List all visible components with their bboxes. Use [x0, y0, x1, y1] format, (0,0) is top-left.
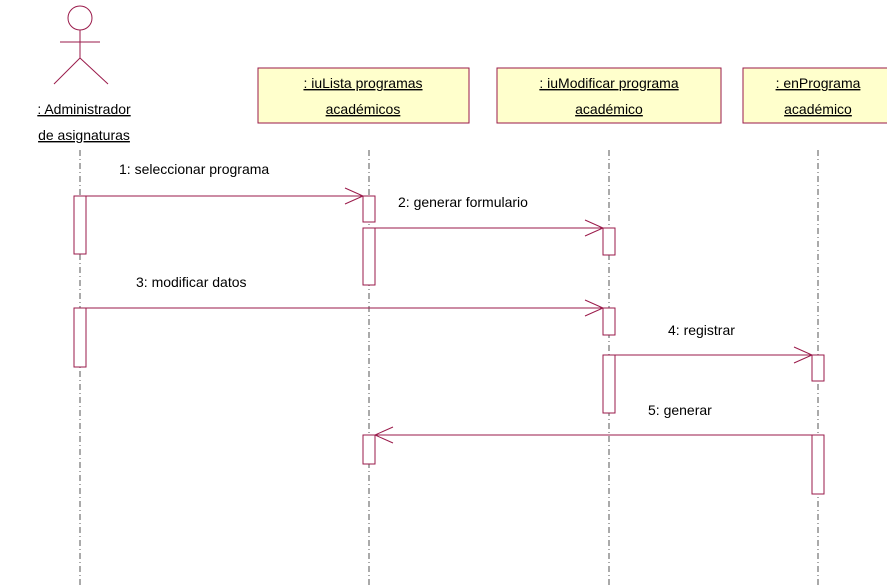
message-5: 5: generar — [373, 402, 812, 444]
message-3: 3: modificar datos — [86, 274, 605, 317]
message-4: 4: registrar — [615, 322, 814, 364]
object-box-lista: : iuLista programas académicos — [257, 67, 470, 124]
message-4-label: 4: registrar — [668, 322, 735, 338]
stick-figure-icon — [53, 5, 109, 85]
actor-label-line1: : Administrador — [37, 101, 131, 117]
message-2-label: 2: generar formulario — [398, 194, 528, 210]
object-label-lista-line1: : iuLista programas — [303, 75, 422, 91]
object-label-programa-line1: : enPrograma — [776, 75, 861, 91]
object-label-lista-line2: académicos — [326, 101, 401, 117]
activation-bar — [362, 434, 376, 465]
actor-right-leg — [79, 57, 109, 85]
object-label-programa-line2: académico — [784, 101, 852, 117]
activation-bar — [73, 195, 87, 255]
message-3-label: 3: modificar datos — [136, 274, 247, 290]
actor-head — [67, 5, 93, 31]
activation-bar — [362, 195, 376, 223]
activation-bar — [73, 307, 87, 368]
object-box-programa: : enPrograma académico — [742, 67, 887, 124]
object-label-modificar-line2: académico — [575, 101, 643, 117]
activation-bar — [811, 434, 825, 495]
object-label-modificar-line1: : iuModificar programa — [539, 75, 678, 91]
message-5-label: 5: generar — [648, 402, 712, 418]
object-box-modificar: : iuModificar programa académico — [496, 67, 722, 124]
activation-bar — [602, 227, 616, 256]
actor-left-leg — [53, 57, 81, 85]
message-1-label: 1: seleccionar programa — [119, 161, 269, 177]
activation-bar — [362, 227, 376, 286]
activation-bar — [811, 354, 825, 382]
activation-bar — [602, 307, 616, 336]
message-2: 2: generar formulario — [375, 194, 605, 237]
message-1: 1: seleccionar programa — [86, 161, 365, 205]
actor-label-line2: de asignaturas — [38, 127, 130, 143]
activation-bar — [602, 354, 616, 414]
